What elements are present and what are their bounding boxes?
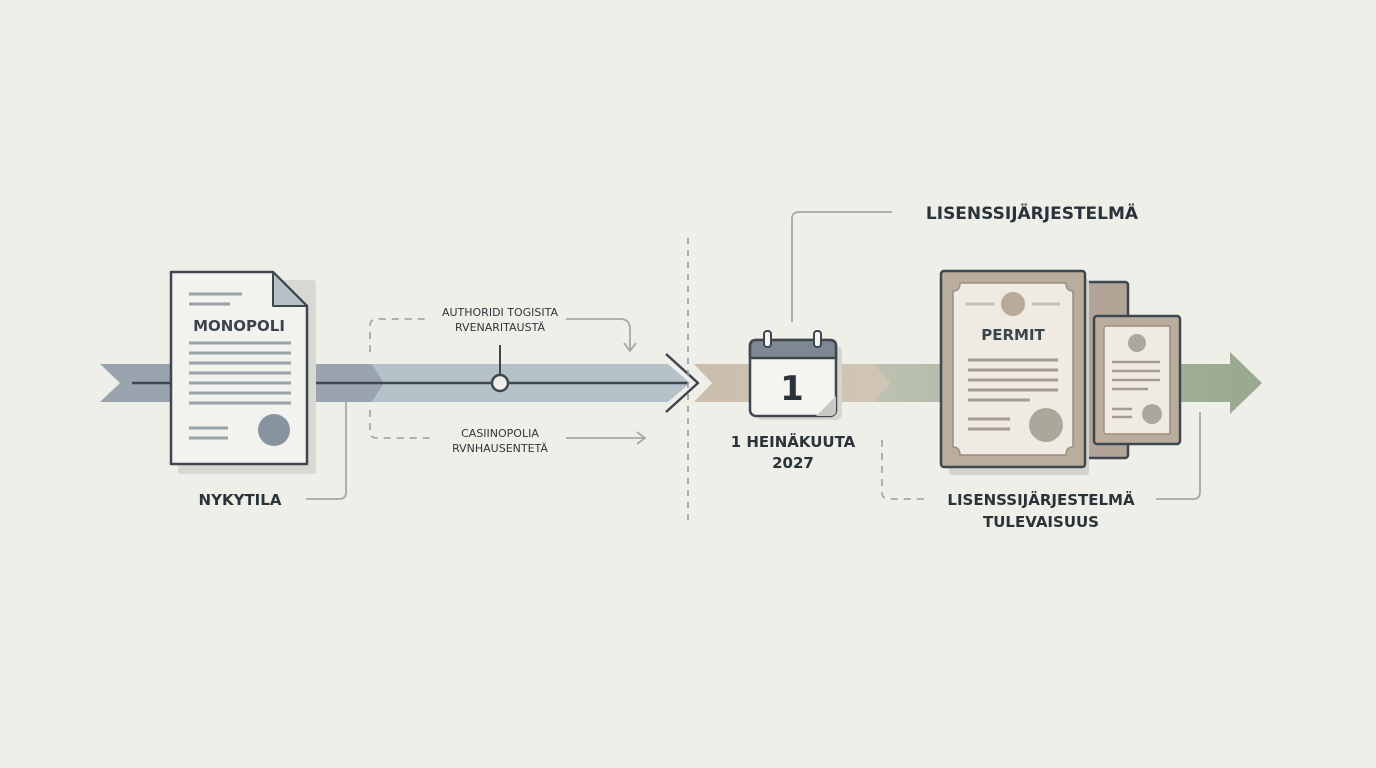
calendar-icon bbox=[748, 330, 842, 420]
future-caption-connector-right bbox=[1156, 412, 1201, 500]
future-caption-line1: LISENSSIJÄRJESTELMÄ bbox=[947, 490, 1135, 509]
permit-label: PERMIT bbox=[981, 326, 1045, 344]
card-seal-top bbox=[1128, 334, 1146, 352]
milestone-date-line2: 2027 bbox=[772, 454, 814, 472]
current-state-connector bbox=[306, 402, 347, 500]
calendar-day: 1 bbox=[780, 369, 804, 409]
card-seal-bottom bbox=[1142, 404, 1162, 424]
permit-stack-icon bbox=[939, 269, 1182, 475]
current-state-caption: NYKYTILA bbox=[199, 491, 282, 509]
lower-note-connector-arrow bbox=[566, 431, 647, 445]
lower-note-connector bbox=[369, 410, 430, 439]
monopoly-document-icon bbox=[169, 270, 316, 474]
upper-note-line2: RVENARITAUSTÄ bbox=[455, 321, 545, 334]
upper-note-connector bbox=[369, 318, 430, 352]
lower-note-line1: CASIINOPOLIA bbox=[461, 427, 539, 440]
upper-note-connector-arrow bbox=[566, 318, 637, 353]
milestone-date-line1: 1 HEINÄKUUTA bbox=[731, 432, 856, 451]
transition-node bbox=[490, 373, 510, 393]
seal-icon bbox=[258, 414, 290, 446]
upper-note-line1: AUTHORIDI TOGISITA bbox=[442, 306, 559, 319]
lower-note-line2: RVNHAUSENTETÄ bbox=[452, 442, 548, 455]
future-caption-line2: TULEVAISUUS bbox=[983, 513, 1099, 531]
license-title-connector bbox=[791, 211, 892, 322]
permit-seal-top bbox=[1001, 292, 1025, 316]
future-caption-connector-left bbox=[881, 440, 926, 500]
monopoly-document-label: MONOPOLI bbox=[193, 317, 285, 335]
timeline-arrowhead bbox=[665, 353, 700, 413]
license-system-title: LISENSSIJÄRJESTELMÄ bbox=[926, 202, 1139, 224]
permit-seal-bottom bbox=[1029, 408, 1063, 442]
